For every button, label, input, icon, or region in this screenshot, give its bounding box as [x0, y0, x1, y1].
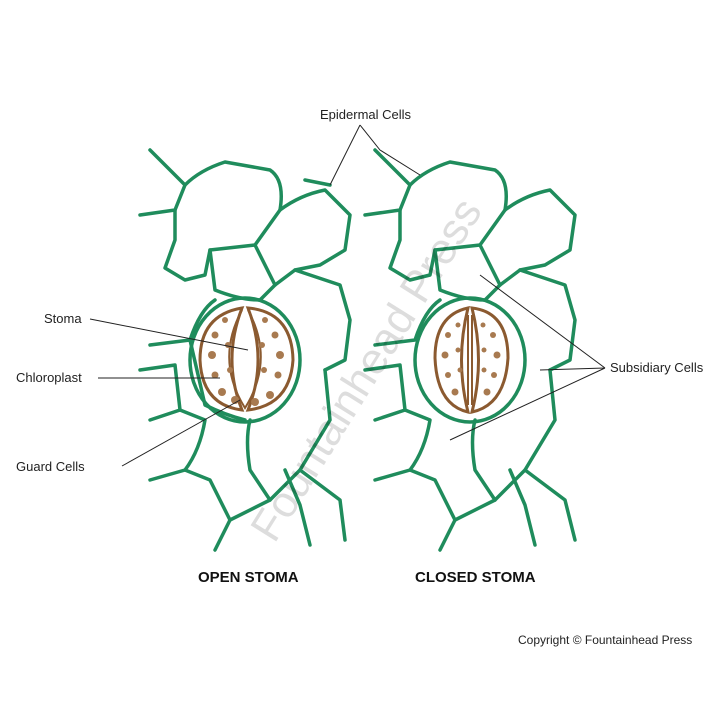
open-epidermis [138, 148, 352, 552]
chloroplasts [208, 317, 501, 406]
open-guard-cells [198, 306, 295, 412]
label-epidermal-cells: Epidermal Cells [320, 107, 412, 122]
label-stoma: Stoma [44, 311, 82, 326]
label-subsidiary-cells: Subsidiary Cells [610, 360, 704, 375]
leader-lines [89, 124, 606, 467]
caption-open-stoma: OPEN STOMA [198, 569, 299, 586]
caption-closed-stoma: CLOSED STOMA [415, 569, 536, 586]
closed-guard-cells [433, 306, 510, 415]
closed-epidermis [363, 148, 577, 552]
label-chloroplast: Chloroplast [16, 370, 82, 385]
label-guard-cells: Guard Cells [16, 459, 85, 474]
copyright: Copyright © Fountainhead Press [518, 633, 693, 647]
